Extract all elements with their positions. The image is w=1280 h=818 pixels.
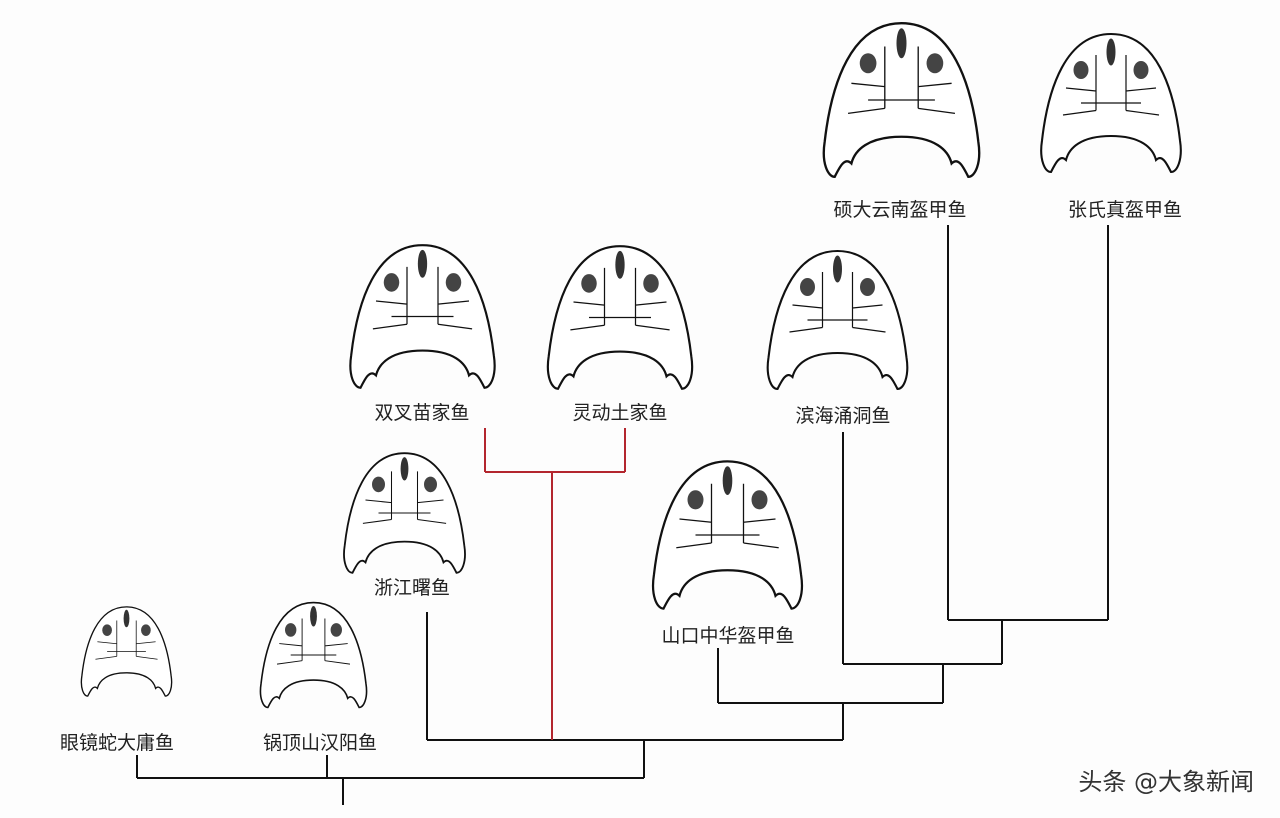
head-shield-yanjingshe [80,605,173,698]
head-shield-binhai [766,249,909,391]
species-label-yanjingshe: 眼镜蛇大庸鱼 [59,732,175,754]
head-shield-shankou [651,460,804,610]
head-shield-lingdong [546,245,694,390]
head-shield-shuangcha [349,244,496,389]
branch-root [136,740,645,805]
watermark: 头条 @大象新闻 [1078,768,1254,796]
species-label-shuoda: 硕大云南盔甲鱼 [833,199,967,221]
head-shield-guodingshan [259,601,368,709]
species-label-zhangshi: 张氏真盔甲鱼 [1067,199,1183,221]
head-shield-shuoda [822,21,981,179]
head-shield-zhangshi [1039,32,1183,174]
branch-highlight [484,428,626,740]
head-shield-zhejiang [342,452,467,574]
species-label-binhai: 滨海涌洞鱼 [795,405,891,427]
species-label-zhejiang: 浙江曙鱼 [373,577,451,599]
species-label-shuangcha: 双叉苗家鱼 [374,402,470,424]
branch-clade-b [717,225,1109,740]
species-label-lingdong: 灵动土家鱼 [572,402,668,424]
species-label-shankou: 山口中华盔甲鱼 [661,625,795,647]
species-label-guodingshan: 锅顶山汉阳鱼 [262,732,378,754]
branch-clade-a [426,612,843,741]
